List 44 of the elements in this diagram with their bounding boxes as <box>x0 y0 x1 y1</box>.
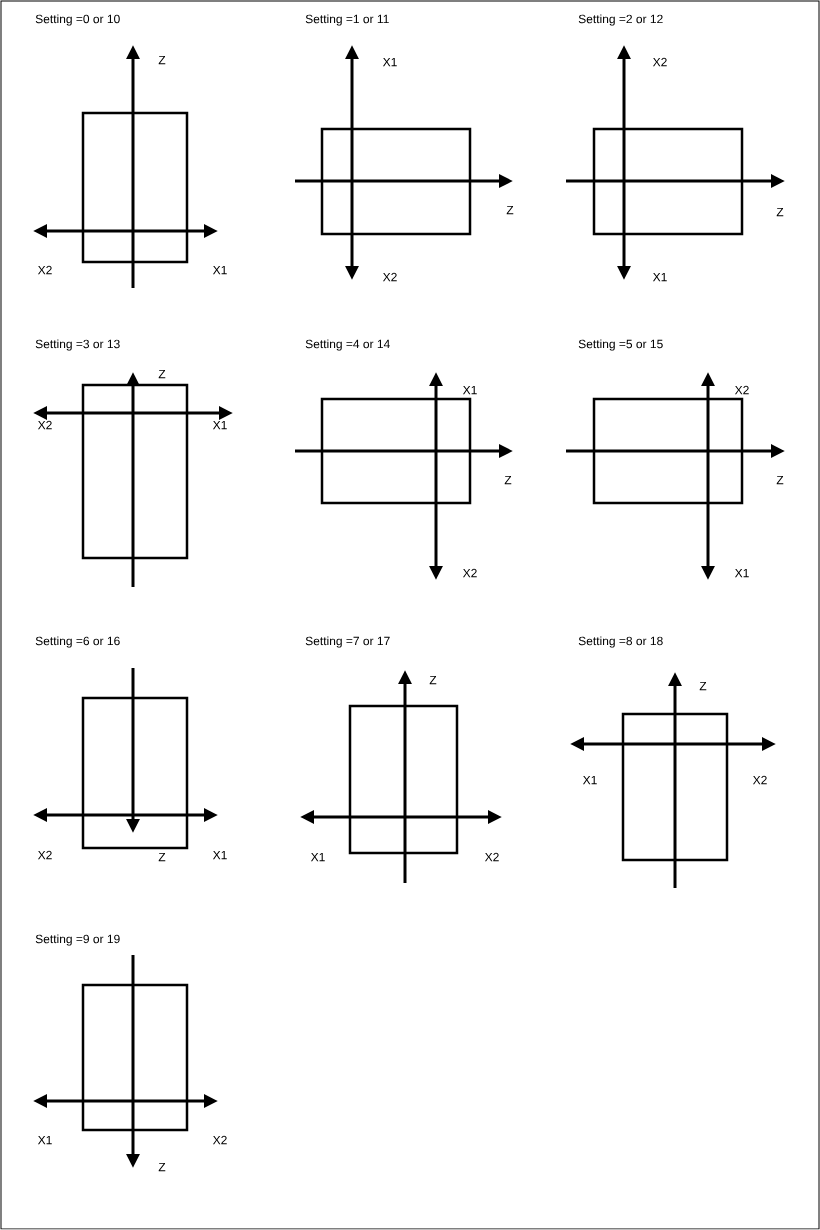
setting-heading: Setting =7 or 17 <box>305 636 390 648</box>
setting-heading: Setting =2 or 12 <box>578 14 663 26</box>
box-outline <box>592 127 744 236</box>
axis-label: X2 <box>734 385 749 395</box>
box-outline <box>320 397 472 505</box>
axis-label: X2 <box>212 1135 227 1145</box>
axis-label: X2 <box>484 852 499 862</box>
axis-label: X1 <box>652 272 667 282</box>
axis-label: X1 <box>582 775 597 785</box>
axis-label: X1 <box>382 57 397 67</box>
setting-heading: Setting =1 or 11 <box>305 14 389 26</box>
axis-label: X1 <box>310 852 325 862</box>
axis-label: X1 <box>212 420 227 430</box>
axis-label: Z <box>429 675 437 685</box>
axis-label: X2 <box>462 568 477 578</box>
axis-label: Z <box>776 475 784 485</box>
axis-label: X1 <box>37 1135 52 1145</box>
axis-label: X2 <box>37 420 52 430</box>
axis-label: X2 <box>652 57 667 67</box>
box-outline <box>81 983 189 1132</box>
axis-label: Z <box>699 681 707 691</box>
axis-label: X2 <box>752 775 767 785</box>
axis-label: X1 <box>462 385 477 395</box>
axis-label: X2 <box>382 272 397 282</box>
box-outline <box>81 111 189 264</box>
axis-label: X2 <box>37 850 52 860</box>
setting-heading: Setting =0 or 10 <box>35 14 120 26</box>
box-outline <box>81 696 189 850</box>
axis-label: X1 <box>212 265 227 275</box>
axis-label: X1 <box>212 850 227 860</box>
box-outline <box>81 383 189 560</box>
box-outline <box>592 397 744 505</box>
axis-label: Z <box>504 475 512 485</box>
axis-label: Z <box>158 55 166 65</box>
box-outline <box>621 712 729 862</box>
box-outline <box>348 704 459 855</box>
axis-label: X1 <box>734 568 749 578</box>
setting-heading: Setting =8 or 18 <box>578 636 663 648</box>
axis-label: Z <box>158 1162 166 1172</box>
axis-label: Z <box>506 205 514 215</box>
axis-label: X2 <box>37 265 52 275</box>
axis-label: Z <box>776 207 784 217</box>
setting-heading: Setting =6 or 16 <box>35 636 120 648</box>
box-outline <box>320 127 472 236</box>
